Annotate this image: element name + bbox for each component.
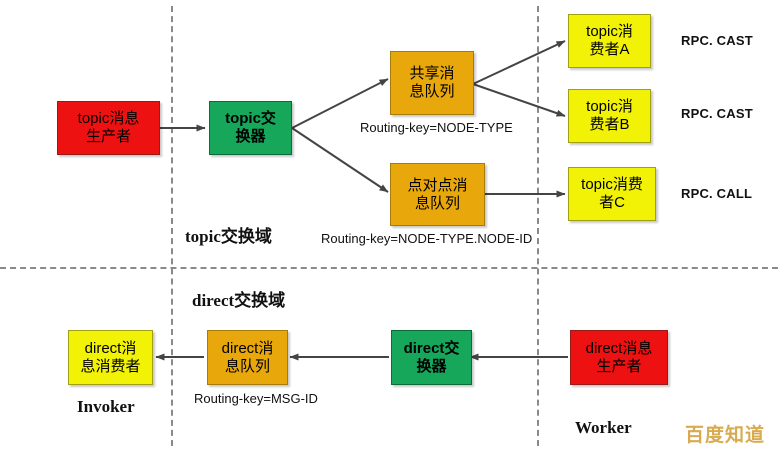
node-topic-producer-line1: topic消息: [77, 110, 140, 128]
divider-horizontal: [0, 267, 778, 269]
node-direct-consumer-line1: direct消: [84, 339, 137, 357]
label-topic-exchange-domain: topic交换域: [185, 227, 272, 246]
node-topic-consumer-b-line1: topic消: [586, 98, 633, 116]
node-direct-message-queue-line1: direct消: [221, 339, 274, 357]
node-topic-exchange-line2: 换器: [235, 128, 266, 145]
node-direct-exchange[interactable]: direct交 换器: [391, 330, 472, 385]
node-topic-consumer-b[interactable]: topic消 费者B: [568, 89, 651, 143]
node-topic-consumer-a[interactable]: topic消 费者A: [568, 14, 651, 68]
label-rpc-cast-a: RPC. CAST: [681, 33, 753, 48]
node-direct-message-queue-line2: 息队列: [224, 357, 270, 375]
divider-vertical-right: [537, 6, 539, 446]
node-direct-producer-line1: direct消息: [585, 339, 653, 357]
node-direct-exchange-line1: direct交: [403, 339, 460, 357]
node-topic-consumer-b-line2: 费者B: [589, 116, 630, 133]
label-routing-key-msg-id: Routing-key=MSG-ID: [194, 391, 318, 406]
node-shared-message-queue-line1: 共享消: [409, 65, 455, 83]
node-topic-exchange-line1: topic交: [225, 110, 276, 128]
node-topic-consumer-c[interactable]: topic消费 者C: [568, 167, 656, 221]
arrow-topic-exchange-to-p2p-queue: [291, 127, 389, 193]
node-topic-producer-line2: 生产者: [85, 128, 131, 145]
node-direct-consumer-line2: 息消费者: [80, 357, 141, 375]
node-p2p-message-queue-line1: 点对点消: [407, 176, 468, 194]
node-direct-exchange-line2: 换器: [416, 357, 447, 375]
node-p2p-message-queue-line2: 息队列: [414, 194, 460, 212]
label-role-worker: Worker: [575, 418, 632, 437]
node-direct-message-queue[interactable]: direct消 息队列: [207, 330, 288, 385]
node-shared-message-queue[interactable]: 共享消 息队列: [390, 51, 474, 115]
node-topic-exchange[interactable]: topic交 换器: [209, 101, 292, 155]
node-topic-consumer-c-line1: topic消费: [581, 176, 643, 194]
node-direct-producer-line2: 生产者: [596, 357, 642, 375]
node-topic-consumer-c-line2: 者C: [599, 194, 625, 211]
node-p2p-message-queue[interactable]: 点对点消 息队列: [390, 163, 485, 226]
node-topic-consumer-a-line2: 费者A: [589, 41, 630, 58]
divider-vertical-left: [171, 6, 173, 446]
label-rpc-cast-b: RPC. CAST: [681, 106, 753, 121]
arrow-shared-queue-to-consumer-b: [472, 83, 566, 117]
node-topic-consumer-a-line1: topic消: [586, 23, 633, 41]
watermark-baidu-zhidao: 百度知道: [685, 424, 766, 446]
node-direct-consumer[interactable]: direct消 息消费者: [68, 330, 153, 385]
label-role-invoker: Invoker: [77, 397, 135, 416]
label-routing-key-node-type: Routing-key=NODE-TYPE: [360, 120, 513, 135]
node-shared-message-queue-line2: 息队列: [409, 83, 455, 100]
label-rpc-call-c: RPC. CALL: [681, 186, 753, 201]
label-direct-exchange-domain: direct交换域: [192, 291, 286, 310]
label-routing-key-node-type-node-id: Routing-key=NODE-TYPE.NODE-ID: [321, 231, 533, 246]
arrow-shared-queue-to-consumer-a: [472, 40, 566, 85]
node-topic-producer[interactable]: topic消息 生产者: [57, 101, 160, 155]
node-direct-producer[interactable]: direct消息 生产者: [570, 330, 668, 385]
